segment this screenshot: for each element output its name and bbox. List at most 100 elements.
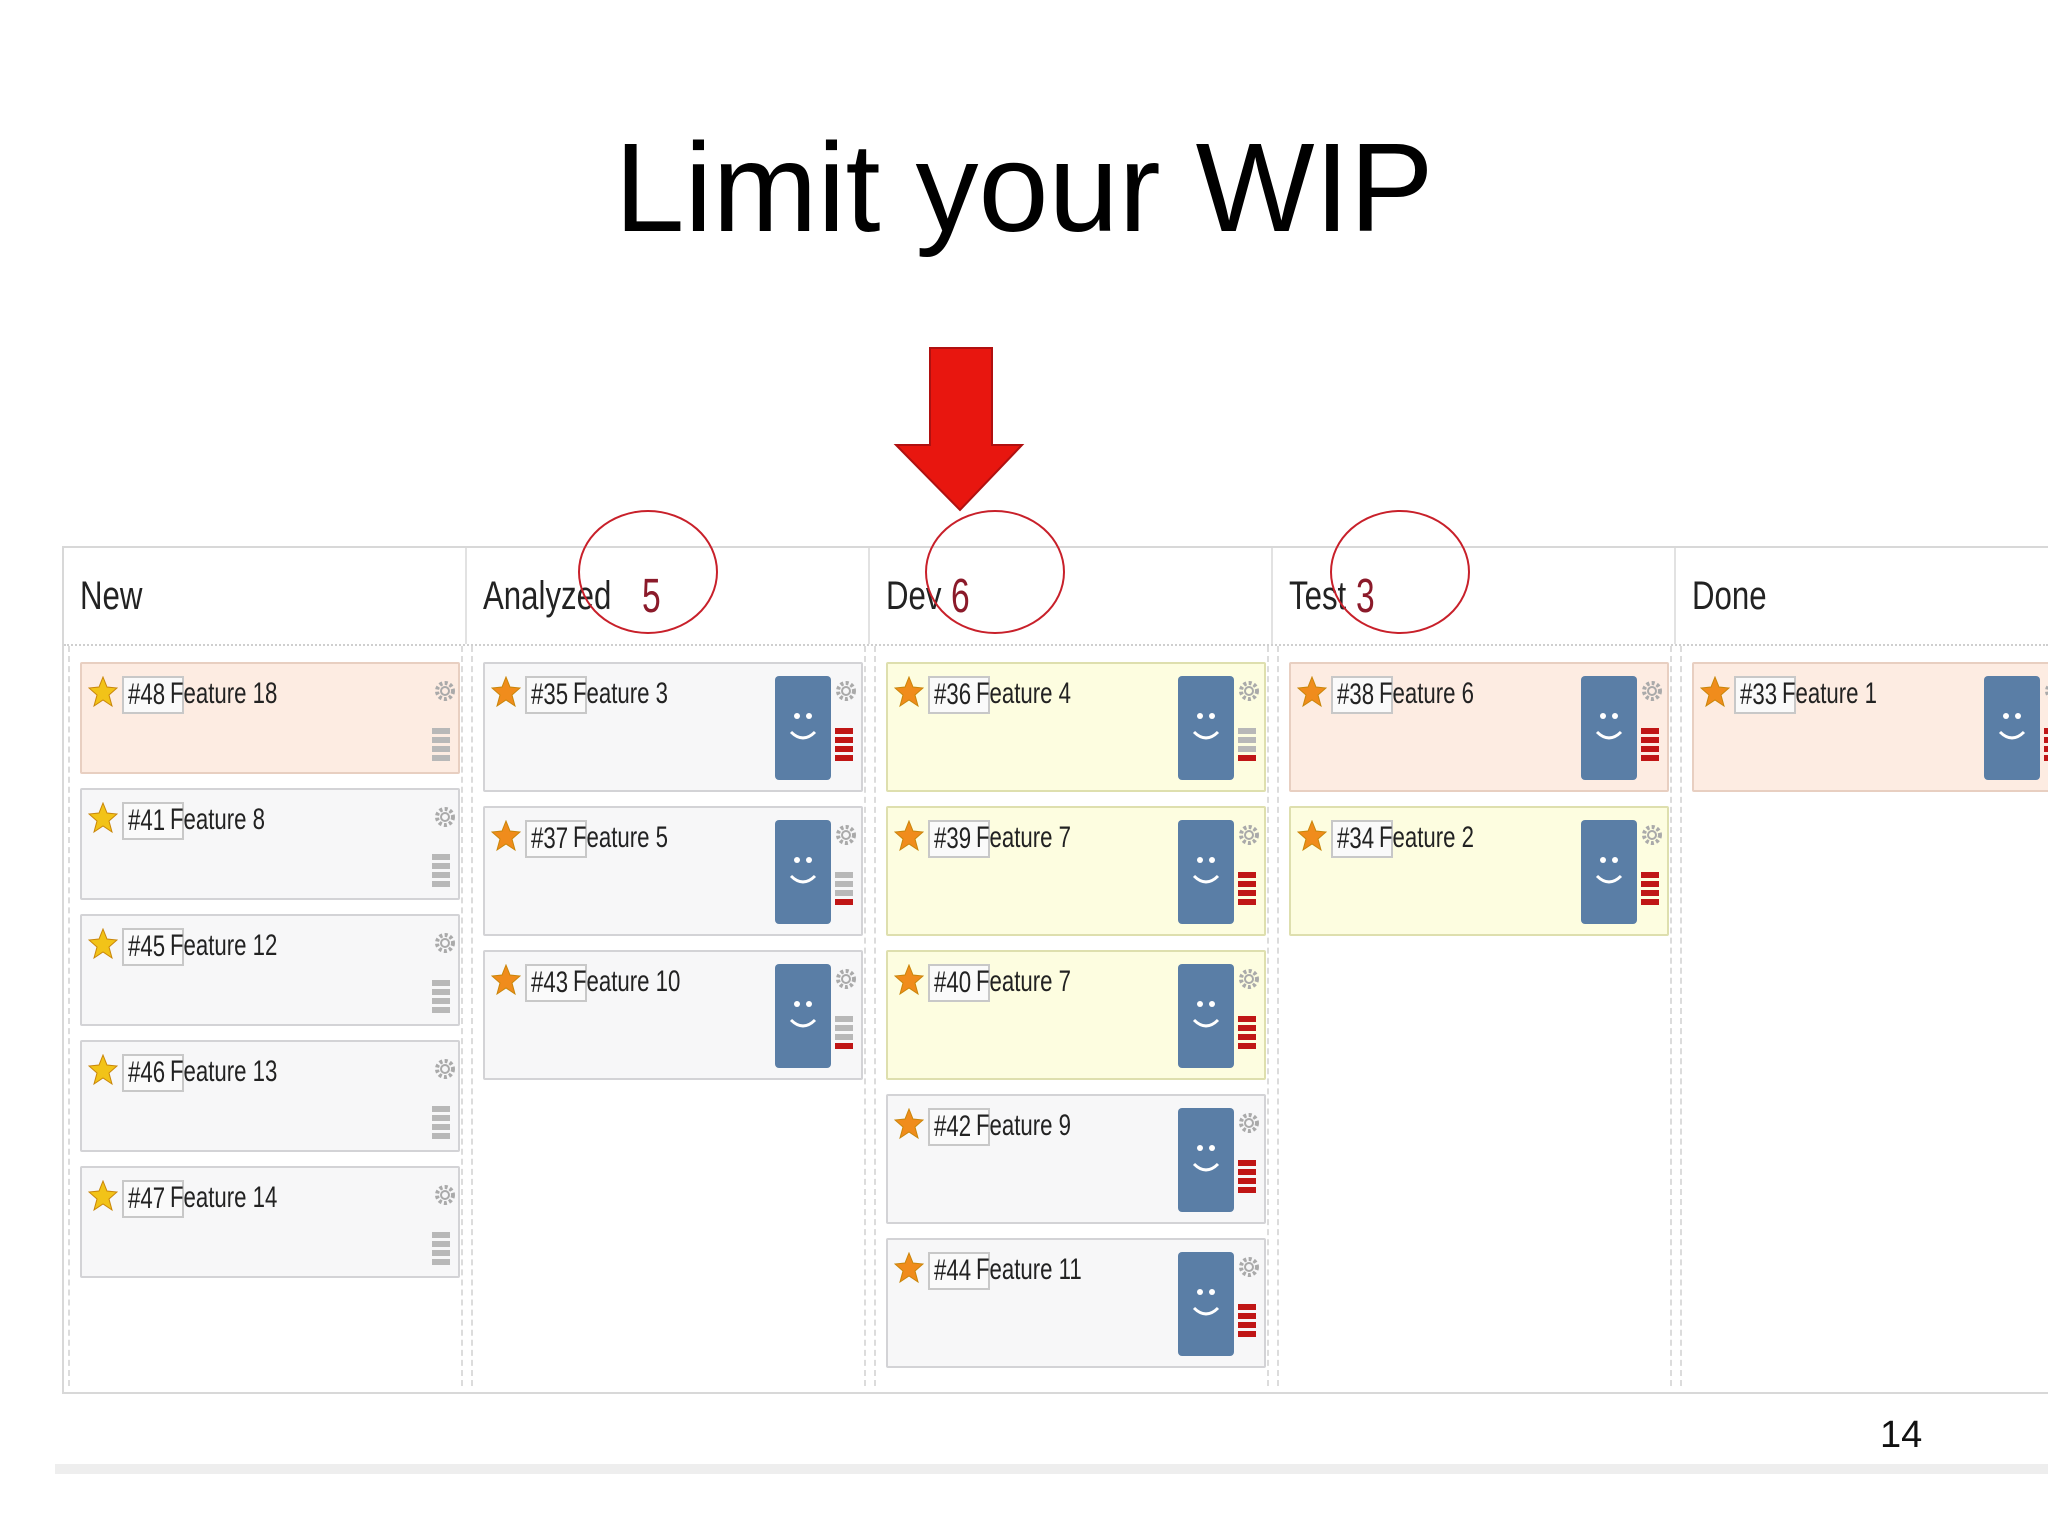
card-id: #40 [928, 964, 991, 1002]
card-title: Feature 4 [976, 677, 1072, 710]
card-id: #36 [928, 676, 991, 714]
star-icon[interactable] [88, 676, 118, 708]
card-id: #41 [122, 802, 185, 840]
card-title: Feature 11 [976, 1253, 1082, 1286]
gear-icon[interactable] [1236, 678, 1262, 704]
avatar-icon[interactable] [1984, 676, 2040, 780]
gear-icon[interactable] [432, 804, 458, 830]
priority-bar-icon [1238, 728, 1256, 764]
card-id: #35 [525, 676, 588, 714]
card-title: Feature 9 [976, 1109, 1072, 1142]
gear-icon[interactable] [1639, 678, 1665, 704]
avatar-icon[interactable] [1178, 820, 1234, 924]
card-title: Feature 7 [976, 965, 1072, 998]
avatar-icon[interactable] [775, 964, 831, 1068]
star-icon[interactable] [491, 820, 521, 852]
gear-icon[interactable] [833, 966, 859, 992]
footer-divider [55, 1464, 2048, 1474]
priority-bar-icon [1238, 1160, 1256, 1196]
card-title: Feature 7 [976, 821, 1072, 854]
card-id: #42 [928, 1108, 991, 1146]
card-title: Feature 18 [170, 677, 278, 710]
column-header-done[interactable]: Done [1676, 548, 2048, 644]
column-header-new[interactable]: New [64, 548, 467, 644]
star-icon[interactable] [1297, 676, 1327, 708]
star-icon[interactable] [894, 676, 924, 708]
card-id: #43 [525, 964, 588, 1002]
gear-icon[interactable] [432, 1182, 458, 1208]
card-id: #44 [928, 1252, 991, 1290]
page-number: 14 [1880, 1414, 1923, 1456]
card-title: Feature 1 [1782, 677, 1878, 710]
star-icon[interactable] [88, 1180, 118, 1212]
star-icon[interactable] [1700, 676, 1730, 708]
card-title: Feature 5 [573, 821, 669, 854]
card-id: #39 [928, 820, 991, 858]
card-id: #48 [122, 676, 185, 714]
star-icon[interactable] [894, 820, 924, 852]
priority-bar-icon [835, 1016, 853, 1052]
priority-bar-icon [432, 1106, 450, 1142]
gear-icon[interactable] [2042, 678, 2048, 704]
avatar-icon[interactable] [775, 676, 831, 780]
avatar-icon[interactable] [1178, 1252, 1234, 1356]
avatar-icon[interactable] [1581, 820, 1637, 924]
star-icon[interactable] [491, 964, 521, 996]
avatar-icon[interactable] [1178, 676, 1234, 780]
priority-bar-icon [1641, 872, 1659, 908]
gear-icon[interactable] [1236, 822, 1262, 848]
star-icon[interactable] [88, 1054, 118, 1086]
priority-bar-icon [1238, 1016, 1256, 1052]
card-id: #34 [1331, 820, 1394, 858]
gear-icon[interactable] [1236, 1110, 1262, 1136]
avatar-icon[interactable] [775, 820, 831, 924]
star-icon[interactable] [1297, 820, 1327, 852]
avatar-icon[interactable] [1178, 1108, 1234, 1212]
card-title: Feature 6 [1379, 677, 1475, 710]
star-icon[interactable] [88, 802, 118, 834]
gear-icon[interactable] [432, 1056, 458, 1082]
wip-highlight-circle [1330, 510, 1470, 634]
star-icon[interactable] [894, 1108, 924, 1140]
card-title: Feature 3 [573, 677, 669, 710]
priority-bar-icon [1641, 728, 1659, 764]
card-id: #45 [122, 928, 185, 966]
star-icon[interactable] [88, 928, 118, 960]
gear-icon[interactable] [432, 930, 458, 956]
star-icon[interactable] [894, 1252, 924, 1284]
star-icon[interactable] [491, 676, 521, 708]
avatar-icon[interactable] [1178, 964, 1234, 1068]
priority-bar-icon [835, 728, 853, 764]
priority-bar-icon [432, 728, 450, 764]
avatar-icon[interactable] [1581, 676, 1637, 780]
gear-icon[interactable] [833, 678, 859, 704]
card-title: Feature 13 [170, 1055, 278, 1088]
card-id: #37 [525, 820, 588, 858]
gear-icon[interactable] [1236, 1254, 1262, 1280]
gear-icon[interactable] [833, 822, 859, 848]
star-icon[interactable] [894, 964, 924, 996]
gear-icon[interactable] [432, 678, 458, 704]
gear-icon[interactable] [1236, 966, 1262, 992]
gear-icon[interactable] [1639, 822, 1665, 848]
